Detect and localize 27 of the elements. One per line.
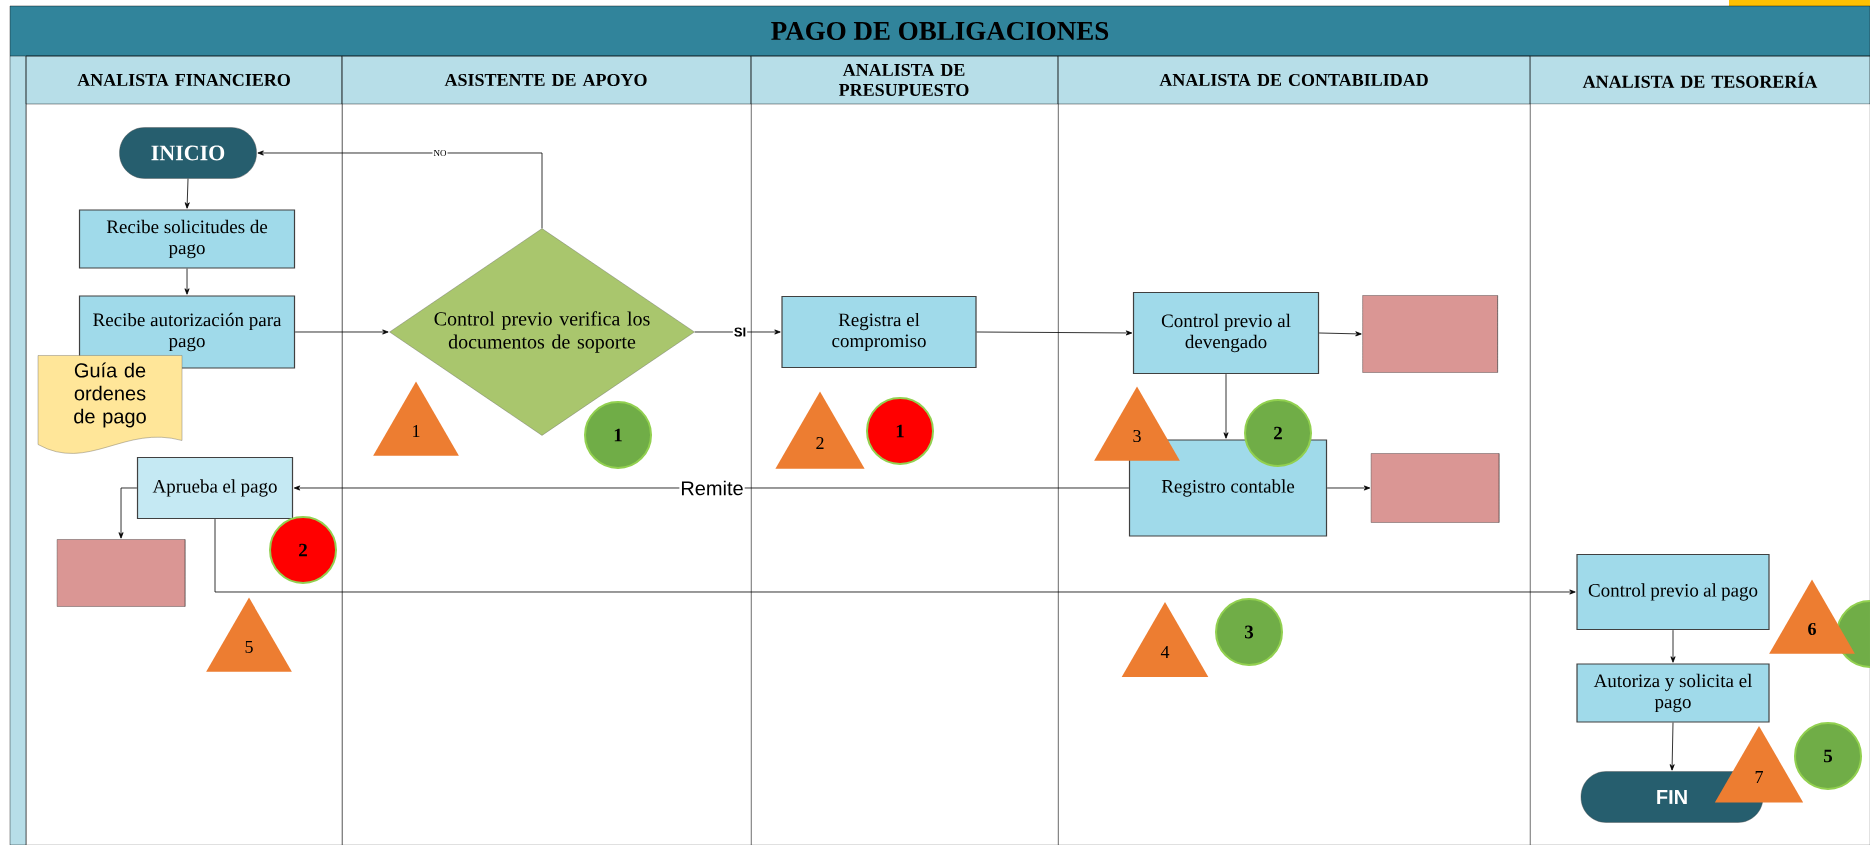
arrow — [976, 330, 1133, 336]
arrow — [1670, 629, 1676, 663]
process-box: Recibe solicitudes de pago — [78, 209, 296, 269]
arrow — [1223, 373, 1229, 439]
process-box: Control previo al devengado — [1132, 291, 1320, 375]
arrow — [1318, 331, 1362, 337]
database-cylinder — [1362, 295, 1498, 373]
arrow — [1326, 485, 1371, 491]
arrow — [214, 518, 1576, 595]
terminator: INICIO — [119, 127, 257, 179]
arrow — [293, 485, 1130, 491]
arrow — [694, 329, 781, 335]
process-box: Control previo al pago — [1576, 553, 1770, 631]
process-box: Autoriza y solicita el pago — [1576, 663, 1770, 723]
title-bar: PAGO DE OBLIGACIONES — [9, 5, 1870, 57]
arrow — [257, 150, 543, 229]
process-box: Registra el compromiso — [781, 295, 977, 369]
arrow — [184, 268, 190, 295]
edge-label: NO — [432, 148, 448, 157]
arrow — [184, 178, 190, 209]
process-box: Aprueba el pago — [136, 456, 294, 520]
edge-label: SI — [732, 326, 748, 338]
database-cylinder — [56, 539, 186, 607]
arrow — [1669, 722, 1675, 771]
database-cylinder — [1370, 453, 1500, 523]
arrow — [118, 487, 138, 539]
arrow — [294, 329, 389, 335]
